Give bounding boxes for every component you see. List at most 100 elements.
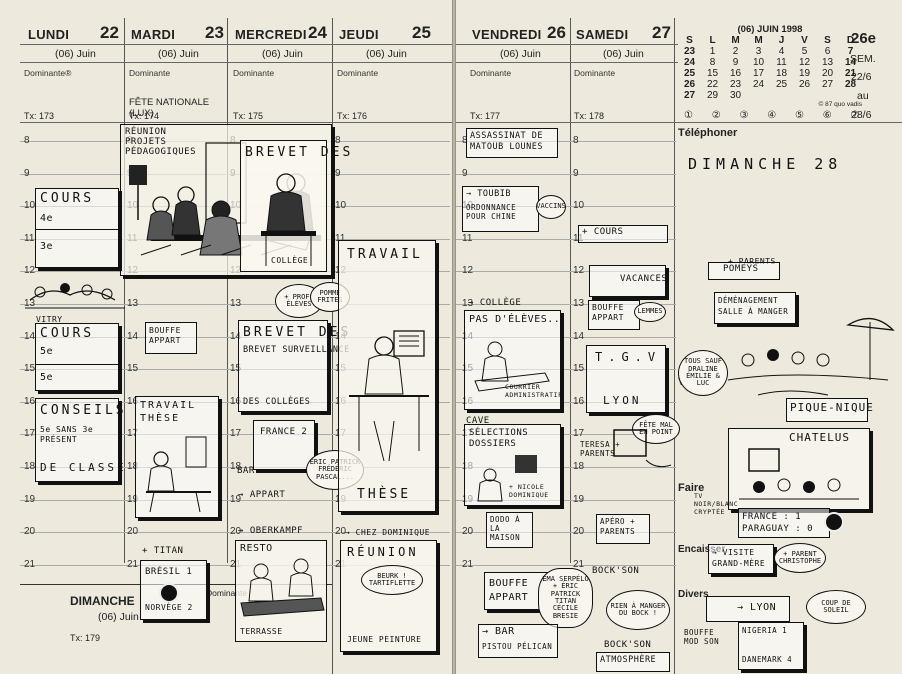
- bouffe-appart2-text: BOUFFE APPART: [489, 578, 529, 603]
- calendar-cell: 8: [709, 57, 716, 68]
- tous-bubble: TOUS SAUF DRALINE ÉMILIE & LUC: [678, 350, 728, 396]
- header-rule: [456, 62, 678, 63]
- calendar-head: M: [731, 35, 740, 46]
- hour-line: [20, 532, 450, 534]
- day-month: (06) Juin: [366, 48, 407, 60]
- hour-label: 18: [573, 461, 585, 472]
- invigilator-drawing: [261, 173, 316, 266]
- book-spine: [452, 0, 456, 674]
- conseils-sub: 5e SANS 3e PRÉSENT: [40, 425, 94, 444]
- travail-these-text: TRAVAIL THÈSE: [140, 400, 197, 424]
- oberkampf-text: → OBERKAMPF: [238, 526, 304, 536]
- hour-label: 12: [462, 265, 474, 277]
- calendar-cell: 16: [729, 68, 742, 79]
- dominante-label: Dominante: [129, 68, 171, 78]
- calendar-cell: 3: [755, 46, 762, 57]
- assassinat-text: ASSASSINAT DE MATOUB LOUNES: [470, 131, 544, 152]
- header-rule: [20, 62, 452, 63]
- tv-text: TV NOIR/BLANC CRYPTÉE: [694, 492, 739, 516]
- hour-line: [456, 304, 676, 305]
- danemark-text: DANEMARK 4: [742, 655, 793, 664]
- calendar-cell: 25: [775, 79, 788, 90]
- day-month: (06) Juin: [500, 48, 541, 60]
- dominante-label: Dominante: [574, 68, 616, 78]
- tx-label: Tx: 174: [129, 111, 160, 121]
- calendar-cell: 10: [752, 57, 765, 68]
- hour-label: 18: [24, 461, 36, 472]
- calendar-cell: 23: [729, 79, 742, 90]
- resto-text: RESTO: [240, 543, 273, 554]
- bar-text: BAR: [237, 466, 255, 476]
- calendar-cell: 25: [683, 68, 696, 79]
- calendar-head: S: [686, 35, 693, 46]
- hour-label: 17: [127, 428, 139, 440]
- hour-label: 20: [573, 526, 585, 538]
- travail-title: TRAVAIL: [347, 247, 423, 262]
- tv-nigeria-box: NIGERIA 1 DANEMARK 4: [738, 622, 804, 670]
- tx-label: Tx: 177: [470, 111, 501, 121]
- class-4e: 4e: [40, 213, 54, 224]
- france2-text: FRANCE 2: [260, 427, 308, 437]
- calendar-cell: 5: [801, 46, 808, 57]
- desk-worker-drawing: [146, 436, 211, 513]
- calendar-cell: 17: [752, 68, 765, 79]
- parents-text: + PARENTS: [728, 257, 776, 266]
- hour-line: [20, 401, 450, 403]
- hour-line: [456, 499, 676, 501]
- hour-line: [20, 467, 450, 468]
- calendar-cell: 15: [706, 68, 719, 79]
- calendar-cell: 14: [844, 57, 857, 68]
- calendar-head: L: [709, 35, 716, 46]
- vaccins-bubble: VACCINS: [536, 195, 566, 219]
- header-rule: [456, 44, 678, 45]
- hour-label: 13: [573, 298, 585, 309]
- dodo-box: DODO À LA MAISON: [486, 512, 533, 548]
- hour-label: 11: [24, 232, 35, 244]
- terrace-drawing: [240, 558, 325, 617]
- bouffe-sat-text: BOUFFE APPART: [592, 303, 624, 322]
- dominante-label: Dominante: [470, 68, 512, 78]
- conseils-box: CONSEILS 5e SANS 3e PRÉSENT DE CLASSE: [35, 398, 124, 482]
- atmosphere-box: ATMOSPHÈRE: [596, 652, 670, 672]
- travail-these-box: TRAVAIL THÈSE: [135, 396, 219, 518]
- right-page: VENDREDI 26 (06) Juin Dominante Tx: 177 …: [456, 0, 902, 674]
- hour-label: 12: [24, 265, 36, 277]
- hour-line: [456, 467, 676, 468]
- bouffe-appart-text: BOUFFE APPART: [149, 326, 181, 345]
- bouffe-appart-box: BOUFFE APPART: [145, 322, 197, 354]
- hour-label: 20: [24, 526, 36, 538]
- hour-label: 14: [24, 330, 36, 342]
- tx-label: Tx: 173: [24, 111, 55, 121]
- resto-box: RESTO TERRASSE: [235, 540, 327, 642]
- hour-label: 20: [230, 526, 242, 538]
- holiday-label: FÊTE NATIONALE (LUX): [129, 97, 210, 119]
- divers-label: Divers: [678, 589, 709, 600]
- hour-label: 17: [230, 428, 242, 440]
- hour-label: 15: [127, 363, 139, 375]
- bar-text: → BAR: [482, 626, 515, 637]
- hour-label: 9: [24, 167, 30, 179]
- hour-label: 12: [573, 265, 585, 277]
- lyon2-box: → LYON: [706, 596, 790, 622]
- cours-saturday-box: + COURS: [578, 225, 668, 243]
- hour-label: 13: [24, 298, 36, 309]
- teresa-text: TERESA + PARENTS: [580, 440, 621, 458]
- calendar-head: V: [801, 35, 808, 46]
- brevet-title: BREVET DES: [245, 145, 354, 160]
- pique-text: PIQUE-NIQUE: [790, 401, 874, 414]
- hour-label: 9: [573, 167, 579, 179]
- nicole-text: + NICOLE DOMINIQUE: [509, 483, 549, 499]
- bar-box: → BAR PISTOU PÉLICAN: [478, 624, 558, 658]
- college-arrow-text: → COLLÈGE: [468, 298, 522, 308]
- hour-label: 19: [573, 493, 585, 505]
- hour-label: 20: [127, 526, 139, 538]
- visite-text: → VISITE GRAND-MÈRE: [712, 548, 766, 568]
- dominante-label: Dominante: [233, 68, 275, 78]
- hour-label: 15: [573, 363, 585, 375]
- dimanche28-title: DIMANCHE 28: [688, 155, 843, 173]
- hour-label: 19: [24, 493, 36, 505]
- bouffe-sat-box: BOUFFE APPART: [588, 300, 640, 330]
- calendar-cell: 28: [844, 79, 857, 90]
- tv-bresil-box: BRÉSIL 1 NORVÈGE 2: [140, 560, 207, 620]
